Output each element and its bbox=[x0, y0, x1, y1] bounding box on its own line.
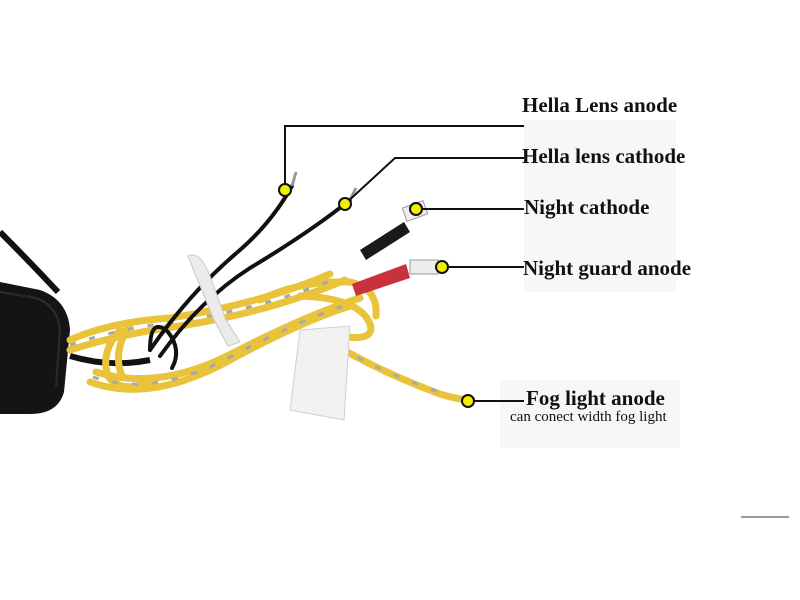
control-box-edge bbox=[0, 291, 62, 387]
label-night-cathode: Night cathode bbox=[524, 195, 650, 219]
marker-hella-lens-cathode bbox=[338, 197, 352, 211]
label-fog-light-note: can conect width fog light bbox=[510, 409, 667, 425]
yellow-wire-bundle bbox=[66, 270, 476, 404]
leader-hella-lens-anode bbox=[284, 125, 524, 190]
black-cable-right bbox=[69, 353, 151, 367]
label-hella-lens-anode: Hella Lens anode bbox=[522, 93, 678, 117]
control-box-housing bbox=[0, 282, 70, 414]
tape-label bbox=[289, 325, 351, 421]
night-guard-terminal bbox=[409, 259, 439, 275]
leader-hella-lens-cathode bbox=[344, 157, 524, 205]
marker-night-cathode bbox=[409, 202, 423, 216]
label-panel-upper bbox=[524, 120, 676, 292]
label-hella-lens-cathode: Hella lens cathode bbox=[522, 144, 686, 168]
label-night-guard-anode: Night guard anode bbox=[523, 256, 692, 280]
night-cathode-connector bbox=[360, 222, 410, 260]
marker-fog-light-anode bbox=[461, 394, 475, 408]
label-fog-light-anode: Fog light anode bbox=[526, 386, 665, 410]
black-wires bbox=[148, 184, 352, 370]
wire-tip-1 bbox=[290, 171, 298, 187]
marker-hella-lens-anode bbox=[278, 183, 292, 197]
terminal-markers bbox=[278, 183, 475, 408]
leader-lines bbox=[284, 125, 524, 402]
label-panel-lower bbox=[500, 380, 680, 448]
marker-night-guard-anode bbox=[435, 260, 449, 274]
black-cable-top bbox=[0, 229, 61, 295]
night-guard-connector bbox=[352, 264, 410, 296]
cable-tie bbox=[187, 254, 241, 347]
wire-sheath-streaks bbox=[69, 275, 446, 396]
